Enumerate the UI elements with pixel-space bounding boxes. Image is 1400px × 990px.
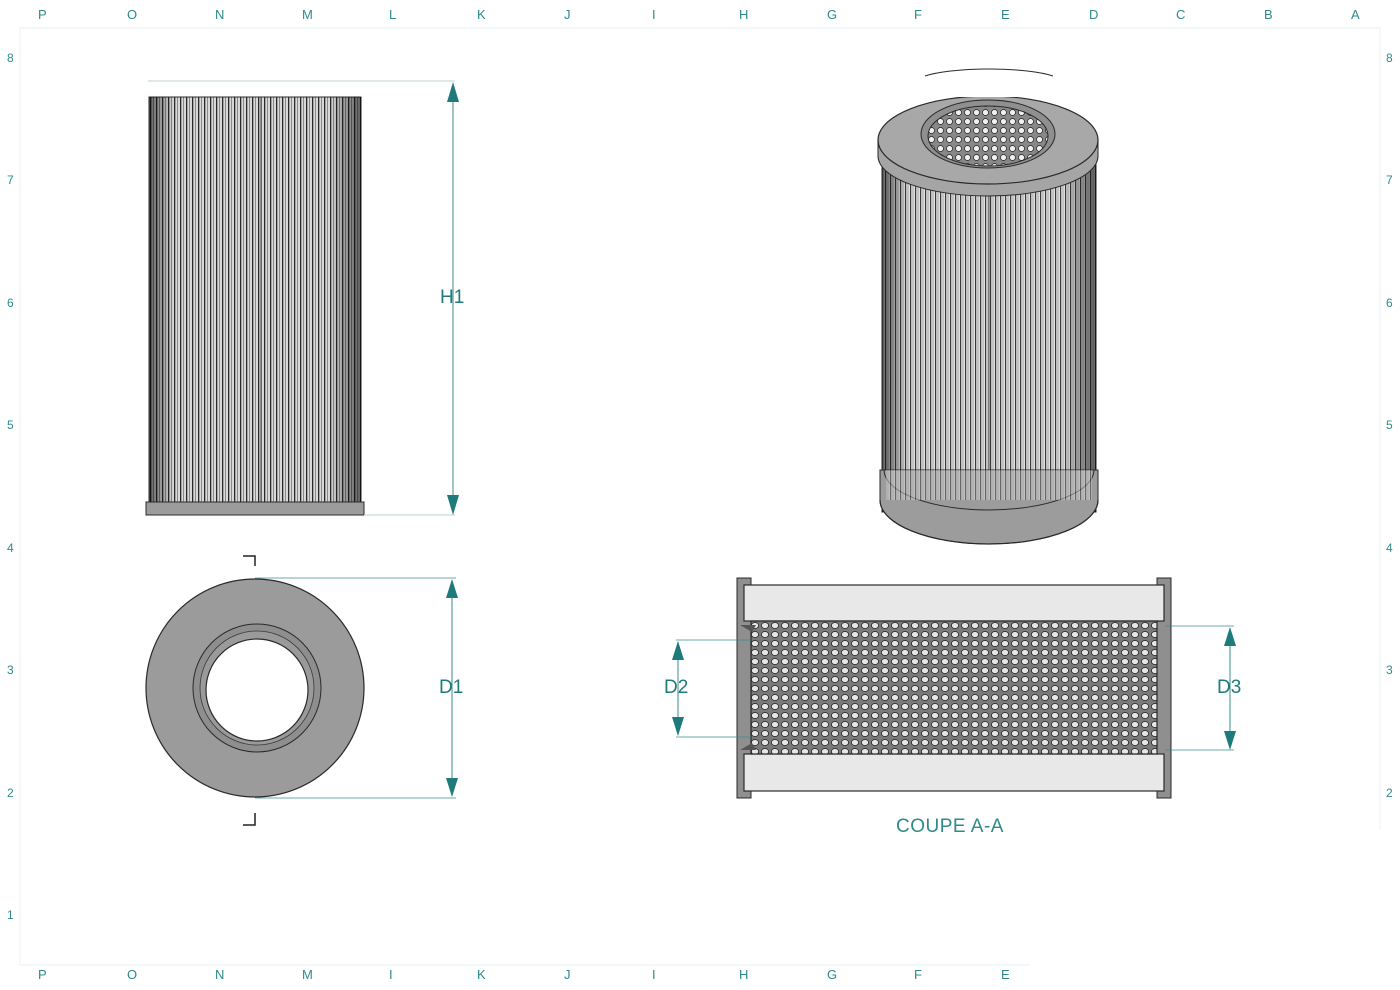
top-zone-letter-3: M [302, 7, 313, 22]
bottom-zone-letter-8: H [739, 967, 749, 982]
perforated-core-top [927, 105, 1049, 167]
d1-label: D1 [439, 677, 464, 698]
left-zone-number-3: 5 [7, 418, 14, 432]
h1-label: H1 [440, 287, 465, 308]
top-zone-letter-13: C [1176, 7, 1186, 22]
left-zone-number-5: 3 [7, 663, 14, 677]
top-zone-letter-0: P [38, 7, 47, 22]
bottom-zone-letter-10: F [914, 967, 922, 982]
bottom-zone-letter-1: O [127, 967, 138, 982]
left-zone-number-6: 2 [7, 786, 14, 800]
top-zone-letter-14: B [1264, 7, 1273, 22]
perforated-core [750, 620, 1158, 755]
top-zone-letter-1: O [127, 7, 138, 22]
left-zone-number-4: 4 [7, 541, 14, 555]
bottom-zone-letter-4: I [389, 967, 393, 982]
bottom-zone-letter-7: I [652, 967, 656, 982]
left-zone-number-1: 7 [7, 173, 14, 187]
right-zone-number-5: 3 [1386, 663, 1393, 677]
top-zone-letter-2: N [215, 7, 225, 22]
top-zone-letter-5: K [477, 7, 486, 22]
section-caption: COUPE A-A [896, 816, 1004, 837]
top-zone-letter-6: J [564, 7, 571, 22]
bottom-zone-letter-0: P [38, 967, 47, 982]
top-zone-letter-7: I [652, 7, 656, 22]
top-zone-letter-9: G [827, 7, 838, 22]
bottom-zone-letter-11: E [1001, 967, 1010, 982]
front-bottom-endcap [145, 501, 365, 516]
bottom-zone-letter-9: G [827, 967, 838, 982]
right-zone-number-0: 8 [1386, 51, 1393, 65]
center-hole [205, 638, 309, 742]
top-zone-letter-8: H [739, 7, 749, 22]
right-zone-number-6: 2 [1386, 786, 1393, 800]
bottom-zone-letter-6: J [564, 967, 571, 982]
right-zone-number-1: 7 [1386, 173, 1393, 187]
right-zone-number-2: 6 [1386, 296, 1393, 310]
right-zone-number-3: 5 [1386, 418, 1393, 432]
bottom-zone-letter-2: N [215, 967, 225, 982]
section-media-bottom [743, 753, 1165, 792]
left-zone-number-2: 6 [7, 296, 14, 310]
right-zone-number-4: 4 [1386, 541, 1393, 555]
section-media-top [743, 584, 1165, 622]
left-zone-number-0: 8 [7, 51, 14, 65]
bottom-zone-letter-3: M [302, 967, 313, 982]
top-zone-letter-10: F [914, 7, 922, 22]
d3-label: D3 [1217, 677, 1242, 698]
top-zone-letter-4: L [389, 7, 397, 22]
top-zone-letter-12: D [1089, 7, 1099, 22]
bottom-zone-letter-5: K [477, 967, 486, 982]
d2-label: D2 [664, 677, 689, 698]
top-zone-letter-11: E [1001, 7, 1010, 22]
top-zone-letter-15: A [1351, 7, 1360, 22]
left-zone-number-7: 1 [7, 908, 14, 922]
